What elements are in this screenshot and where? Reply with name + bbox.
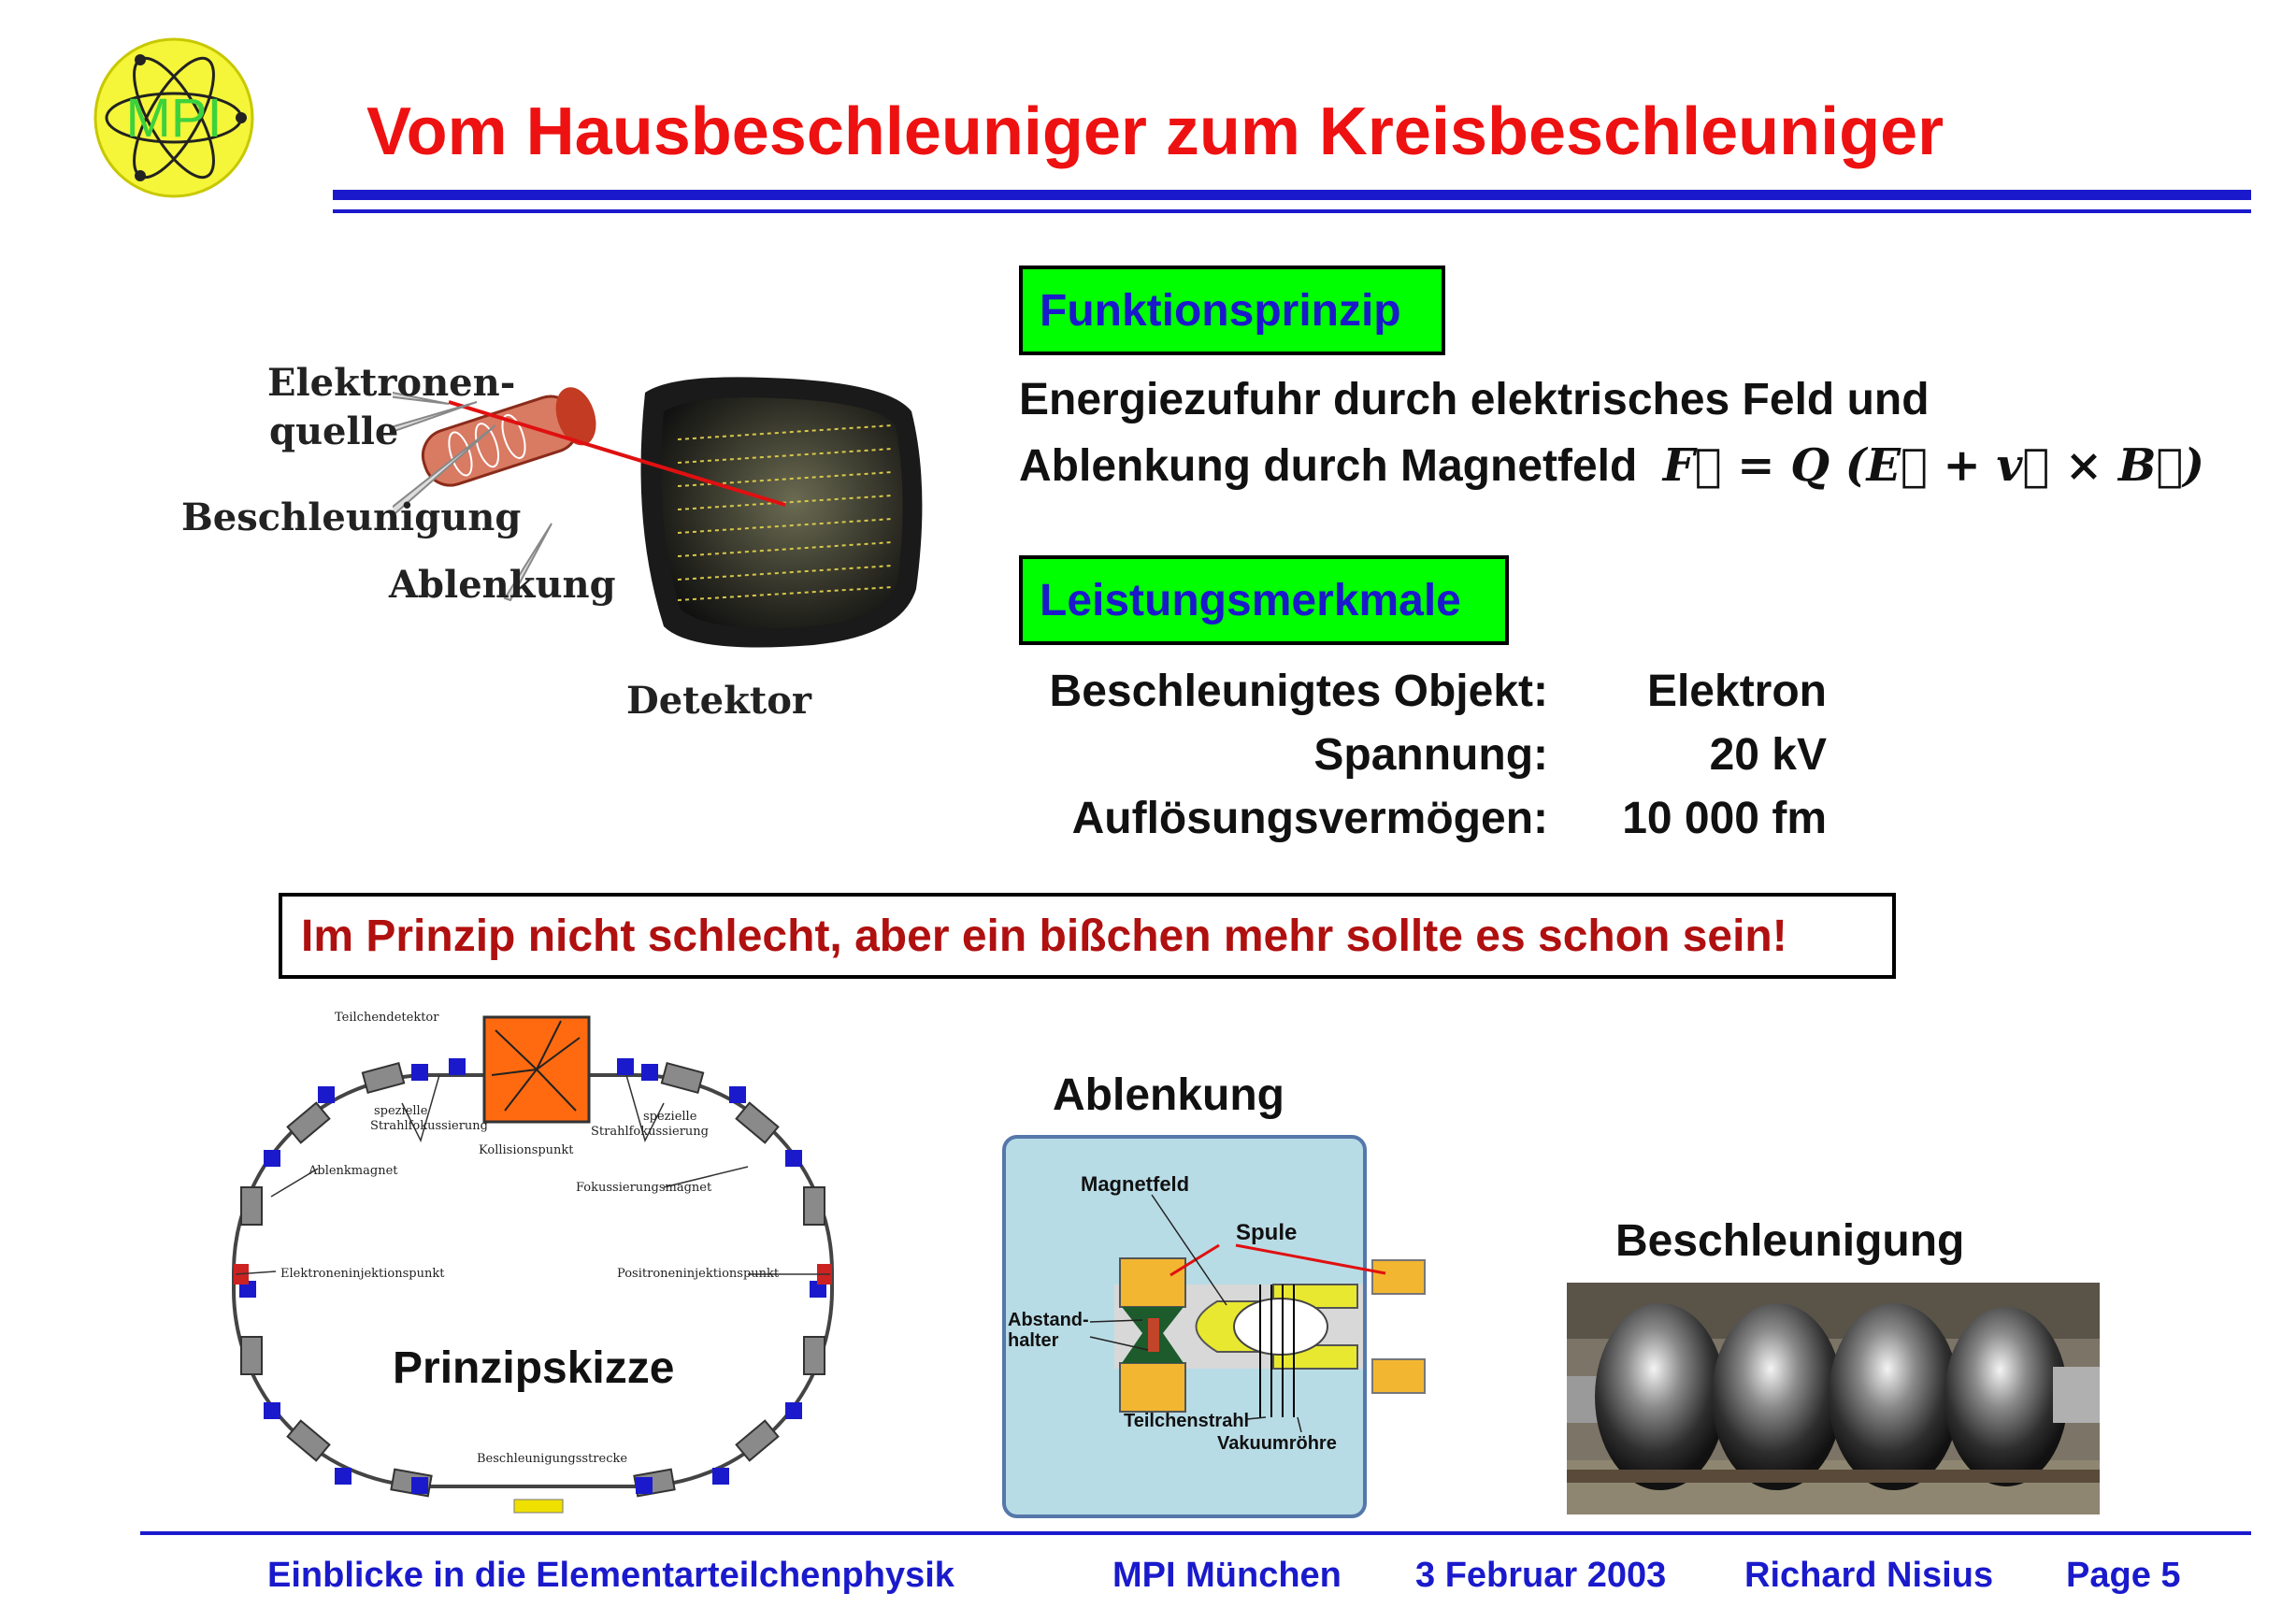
acceleration-heading: Beschleunigung	[1615, 1216, 1965, 1266]
footer-date: 3 Februar 2003	[1415, 1556, 1667, 1595]
crt-label-source-1: Elektronen-	[267, 361, 516, 405]
feature-value-resolution: 10 000 fm	[1622, 794, 1827, 843]
feature-label-voltage: Spannung:	[1313, 730, 1548, 780]
feature-label-object: Beschleunigtes Objekt:	[1049, 667, 1548, 716]
mpi-logo: MPI	[93, 37, 254, 198]
deflection-heading: Ablenkung	[1053, 1070, 1284, 1120]
principle-line-2-text: Ablenkung durch Magnetfeld	[1019, 441, 1638, 491]
ring-label-positron-injection: Positroneninjektionspunkt	[617, 1267, 780, 1281]
deflection-label-field: Magnetfeld	[1081, 1172, 1189, 1196]
ring-sketch: Teilchendetektor spezielle Strahlfokussi…	[232, 1011, 834, 1514]
ring-label-focus-right-1: spezielle	[643, 1110, 697, 1124]
note-box: Im Prinzip nicht schlecht, aber ein bißc…	[279, 893, 1896, 979]
footer-rule	[140, 1531, 2251, 1535]
crt-label-deflection: Ablenkung	[389, 563, 616, 607]
ring-label-focus-left-2: Strahlfokussierung	[370, 1119, 488, 1133]
deflection-label-spacer-2: halter	[1008, 1330, 1059, 1351]
footer-institute: MPI München	[1112, 1556, 1342, 1595]
deflection-label-spacer-1: Abstand-	[1008, 1310, 1089, 1330]
crt-label-source-2: quelle	[269, 409, 399, 453]
principle-line-1: Energiezufuhr durch elektrisches Feld un…	[1019, 375, 1930, 424]
feature-value-object: Elektron	[1646, 667, 1827, 716]
principle-heading: Funktionsprinzip	[1019, 266, 1445, 355]
footer-author: Richard Nisius	[1744, 1556, 1994, 1595]
cavity-photo	[1567, 1283, 2100, 1514]
header-rule-thin	[333, 209, 2251, 213]
slide-title: Vom Hausbeschleuniger zum Kreisbeschleun…	[366, 94, 1944, 169]
ring-label-focus-left-1: spezielle	[374, 1104, 428, 1118]
deflection-label-coil: Spule	[1236, 1220, 1297, 1245]
ring-label-detector: Teilchendetektor	[335, 1011, 439, 1025]
ring-label-focus-right-2: Strahlfokussierung	[591, 1125, 709, 1139]
features-heading: Leistungsmerkmale	[1019, 555, 1509, 645]
ring-label-collision: Kollisionspunkt	[479, 1143, 574, 1157]
header-rule-thick	[333, 190, 2251, 200]
footer-page: Page 5	[2066, 1556, 2181, 1595]
deflection-diagram: Magnetfeld Spule Abstand- halter Teilche…	[1002, 1135, 1426, 1518]
deflection-label-tube: Vakuumröhre	[1217, 1433, 1337, 1454]
crt-label-acceleration: Beschleunigung	[181, 495, 522, 539]
crt-illustration	[393, 377, 923, 648]
logo-text: MPI	[125, 88, 222, 149]
feature-value-voltage: 20 kV	[1709, 730, 1827, 780]
ring-caption: Prinzipskizze	[393, 1343, 675, 1393]
deflection-label-beam: Teilchenstrahl	[1124, 1411, 1249, 1431]
ring-label-bending-magnet: Ablenkmagnet	[308, 1164, 398, 1178]
feature-label-resolution: Auflösungsvermögen:	[1071, 794, 1548, 843]
ring-label-electron-injection: Elektroneninjektionspunkt	[280, 1267, 445, 1281]
ring-label-acceleration-section: Beschleunigungsstrecke	[477, 1452, 627, 1466]
lorentz-formula: F⃗ = Q (E⃗ + v⃗ × B⃗)	[1662, 439, 2204, 492]
principle-line-2: Ablenkung durch Magnetfeld F⃗ = Q (E⃗ + …	[1019, 439, 2204, 492]
crt-label-detector: Detektor	[626, 679, 812, 723]
footer-course: Einblicke in die Elementarteilchenphysik	[267, 1556, 954, 1595]
ring-label-focusing-magnet: Fokussierungsmagnet	[576, 1181, 712, 1195]
